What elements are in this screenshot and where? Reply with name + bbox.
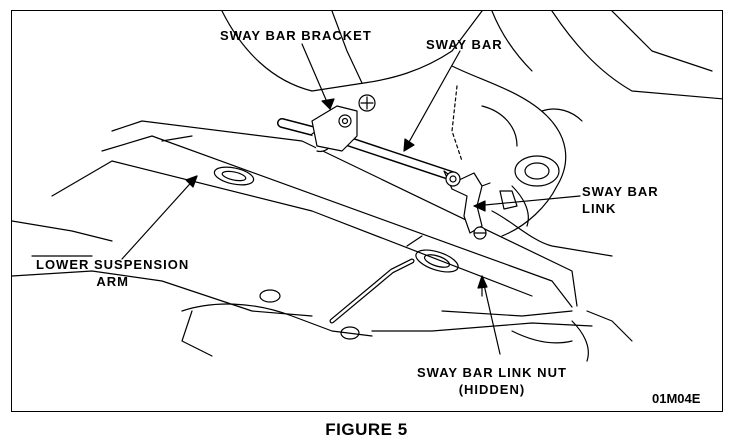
- leader-sway-bar-link-nut: [481, 275, 501, 355]
- leader-lower-suspension-arm: [121, 175, 198, 260]
- label-sway-bar-link-line1: SWAY BAR: [582, 184, 659, 199]
- label-lower-suspension-arm-line2: ARM: [96, 274, 129, 289]
- leader-lines: [121, 43, 581, 355]
- sway-bar-bracket: [311, 94, 376, 152]
- label-sway-bar-text: SWAY BAR: [426, 37, 503, 52]
- leader-sway-bar: [403, 50, 461, 152]
- label-sway-bar-link-line2: LINK: [582, 201, 617, 216]
- lower-suspension-arm: [51, 120, 578, 308]
- label-sway-bar-bracket-text: SWAY BAR BRACKET: [220, 28, 372, 43]
- sway-bar: [277, 118, 457, 181]
- label-sway-bar-bracket: SWAY BAR BRACKET: [220, 27, 372, 44]
- label-sway-bar-link-nut-line2: (HIDDEN): [458, 382, 526, 397]
- figure-caption: FIGURE 5: [325, 420, 408, 439]
- label-sway-bar: SWAY BAR: [426, 36, 503, 53]
- label-lower-suspension-arm: LOWER SUSPENSION ARM: [36, 256, 189, 290]
- label-sway-bar-link-nut-line1: SWAY BAR LINK NUT: [417, 365, 567, 380]
- brake-hub-assembly: [451, 65, 613, 257]
- figure-code: 01M04E: [652, 391, 701, 406]
- leader-sway-bar-bracket: [301, 43, 331, 110]
- body-panel: [221, 11, 722, 100]
- leader-sway-bar-link: [473, 195, 581, 207]
- label-sway-bar-link-nut: SWAY BAR LINK NUT (HIDDEN): [417, 364, 567, 398]
- sway-bar-link: [443, 170, 491, 240]
- figure-frame: SWAY BAR BRACKET SWAY BAR SWAY BAR LINK …: [11, 10, 723, 412]
- label-sway-bar-link: SWAY BAR LINK: [582, 183, 659, 217]
- lower-components: [12, 220, 633, 362]
- label-lower-suspension-arm-line1: LOWER SUSPENSION: [36, 257, 190, 272]
- suspension-illustration: [12, 11, 722, 362]
